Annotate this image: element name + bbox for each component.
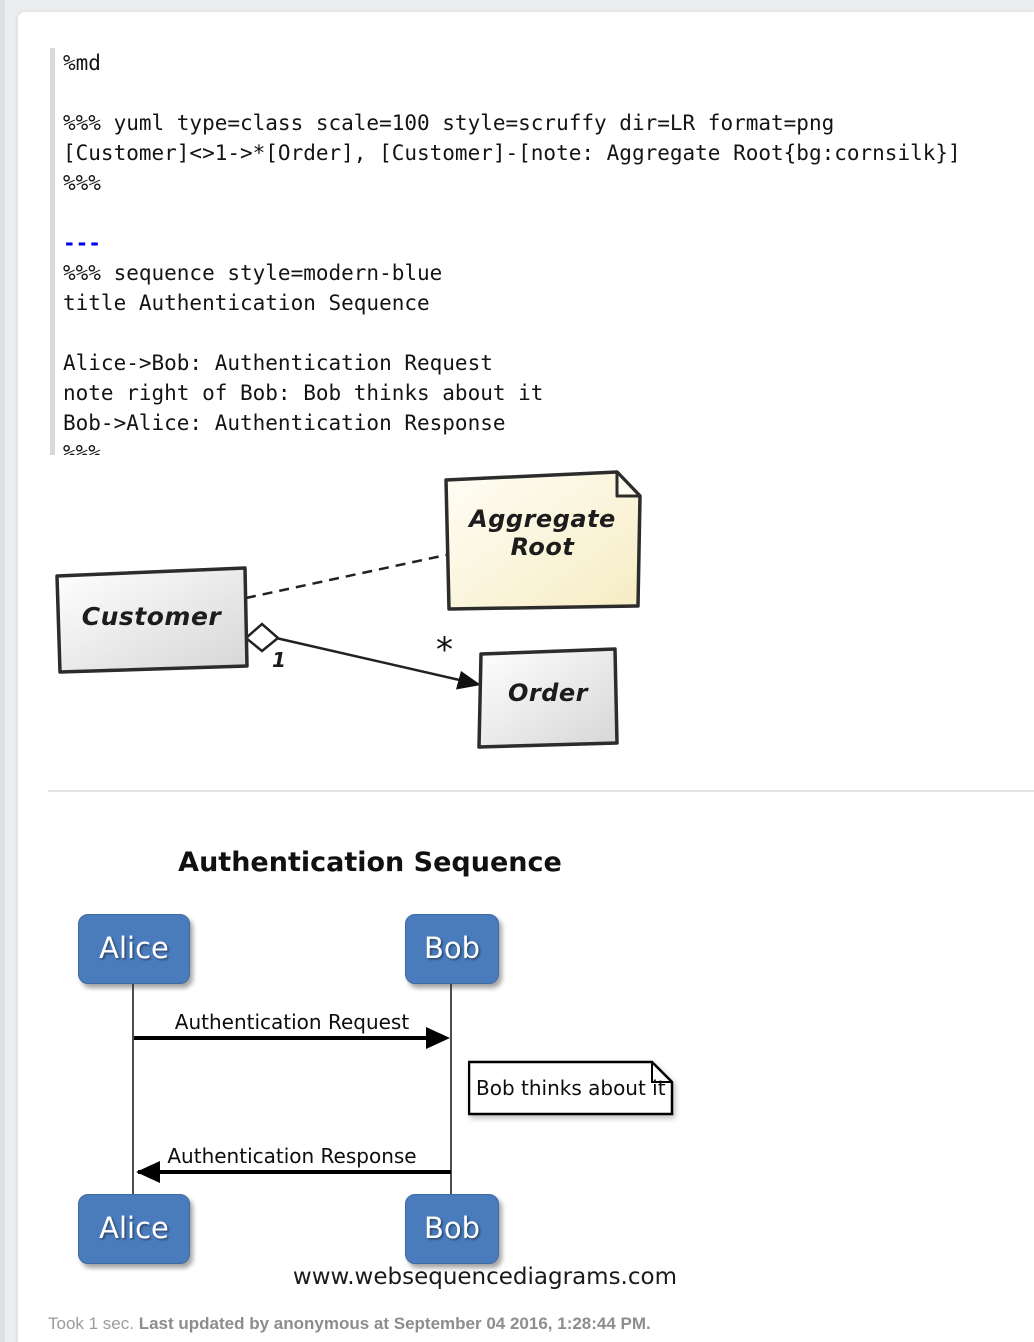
aggregate-note-label-line1: Aggregate <box>469 505 616 533</box>
sequence-note-text: Bob thinks about it <box>476 1076 666 1100</box>
dashed-association-line <box>245 553 447 600</box>
actor-bob-top: Bob <box>405 914 499 984</box>
actor-bob-bottom: Bob <box>405 1194 499 1264</box>
sequence-note-box <box>467 1060 674 1116</box>
actor-alice-top: Alice <box>78 914 190 984</box>
cell-run-status: Took 1 sec. Last updated by anonymous at… <box>48 1314 651 1334</box>
message-request-arrowhead-icon <box>426 1027 450 1049</box>
yuml-diagram-canvas: 1 * <box>55 470 642 749</box>
message-response-label: Authentication Response <box>167 1144 417 1168</box>
code-line[interactable]: Bob->Alice: Authentication Response <box>63 411 506 435</box>
multiplicity-many-label: * <box>436 630 453 670</box>
message-request-line <box>134 1036 428 1040</box>
run-duration-text: Took 1 sec. <box>48 1314 139 1333</box>
aggregation-arrowhead <box>456 671 481 690</box>
code-line[interactable]: Alice->Bob: Authentication Request <box>63 351 493 375</box>
code-line[interactable]: %md <box>63 51 101 75</box>
alice-lifeline <box>132 982 134 1194</box>
last-updated-text: Last updated by anonymous at September 0… <box>138 1314 651 1333</box>
code-editor[interactable]: %md %%% yuml type=class scale=100 style=… <box>63 48 993 455</box>
customer-label: Customer <box>81 602 222 631</box>
aggregation-line <box>275 636 478 686</box>
code-line[interactable]: %%% sequence style=modern-blue <box>63 261 443 285</box>
customer-class-box <box>55 566 249 674</box>
bob-lifeline <box>450 982 452 1194</box>
sequence-diagram-title: Authentication Sequence <box>178 847 562 878</box>
code-line[interactable]: %%% yuml type=class scale=100 style=scru… <box>63 111 835 135</box>
message-request-label: Authentication Request <box>174 1010 410 1034</box>
note-fold-corner-icon <box>615 470 642 498</box>
code-line[interactable] <box>63 318 993 348</box>
code-line[interactable]: %%% <box>63 171 101 195</box>
message-response-arrowhead-icon <box>136 1161 160 1183</box>
actor-alice-bottom: Alice <box>78 1194 190 1264</box>
code-line[interactable]: [Customer]<>1->*[Order], [Customer]-[not… <box>63 141 961 165</box>
code-line[interactable] <box>63 78 993 108</box>
aggregate-root-note-box <box>444 470 642 611</box>
code-line[interactable]: %%% <box>63 441 101 455</box>
aggregate-note-label-line2: Root <box>510 533 575 561</box>
page-left-gutter <box>0 0 5 1342</box>
code-line[interactable]: note right of Bob: Bob thinks about it <box>63 381 544 405</box>
code-cell-gutter-bar <box>50 48 55 455</box>
note-fold-corner-icon <box>651 1062 672 1083</box>
yuml-class-diagram-image: 1 * Customer Aggregate Root Order <box>40 458 700 790</box>
order-label: Order <box>507 679 589 707</box>
code-line-markdown-hr[interactable]: --- <box>63 231 101 255</box>
code-line[interactable] <box>63 198 993 228</box>
multiplicity-one-label: 1 <box>272 648 286 672</box>
note-body <box>467 1060 674 1116</box>
order-class-box <box>477 647 619 749</box>
websequencediagrams-watermark: www.websequencediagrams.com <box>292 1264 677 1290</box>
message-response-line <box>138 1170 451 1174</box>
code-line[interactable]: title Authentication Sequence <box>63 291 430 315</box>
aggregation-diamond <box>244 622 280 653</box>
output-divider <box>48 790 1034 792</box>
